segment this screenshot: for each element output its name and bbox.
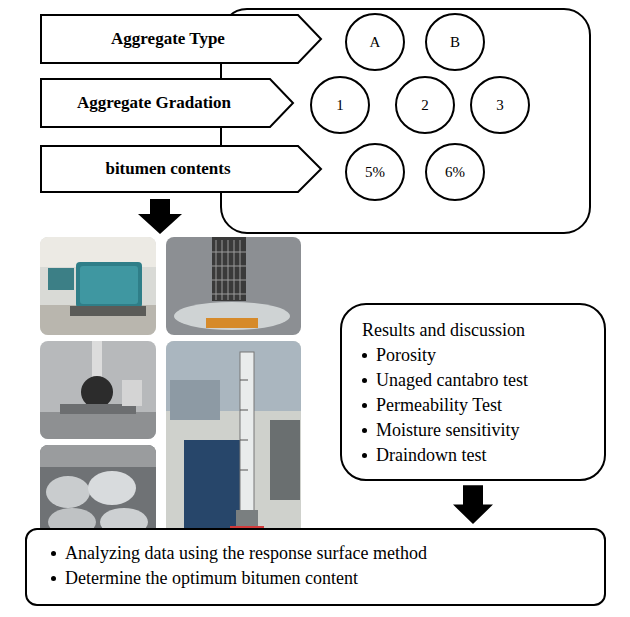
factor-label: Aggregate Gradation	[40, 78, 294, 128]
level-circle: B	[425, 13, 485, 71]
circle-shape	[471, 77, 529, 133]
bullet-dot	[362, 403, 367, 408]
level-circle: 5%	[345, 143, 405, 201]
photo-basket	[166, 237, 301, 335]
section-heading: Results and discussion	[362, 319, 588, 342]
level-text: 6%	[445, 164, 465, 181]
label-holder: 6%	[425, 143, 485, 201]
circle-shape	[396, 77, 454, 133]
pentagon-shape	[41, 15, 321, 63]
photo-press	[40, 341, 156, 439]
level-circle: A	[345, 13, 405, 71]
label-holder: 2	[395, 76, 455, 134]
pentagon-shape	[41, 146, 321, 192]
results-box: Results and discussionPorosityUnaged can…	[340, 303, 606, 481]
bullet-dot	[362, 453, 367, 458]
level-text: 1	[336, 97, 344, 114]
bullet-text: Draindown test	[376, 444, 486, 467]
bullet-text: Permeability Test	[376, 394, 502, 417]
summary-box: Analyzing data using the response surfac…	[25, 528, 606, 606]
bullet-text: Unaged cantabro test	[376, 369, 528, 392]
block-arrow	[453, 485, 493, 524]
level-circle: 1	[310, 76, 370, 134]
label-holder: B	[425, 13, 485, 71]
bullet-text: Analyzing data using the response surfac…	[65, 542, 427, 565]
bullet-text: Determine the optimum bitumen content	[65, 567, 358, 590]
label-holder: bitumen contents	[40, 145, 296, 193]
arrow-shape	[453, 485, 493, 524]
bullet-row: Porosity	[362, 344, 588, 367]
bullet-row: Permeability Test	[362, 394, 588, 417]
factor-label: Aggregate Type	[40, 14, 322, 64]
level-text: B	[450, 34, 460, 51]
bullet-row: Draindown test	[362, 444, 588, 467]
circle-shape	[311, 77, 369, 133]
bullet-row: Moisture sensitivity	[362, 419, 588, 442]
circle-shape	[426, 144, 484, 200]
photo-permeameter	[166, 341, 301, 540]
bullet-dot	[362, 353, 367, 358]
level-circle: 2	[395, 76, 455, 134]
bullet-dot	[362, 428, 367, 433]
label-holder: Aggregate Gradation	[40, 78, 268, 128]
circle-shape	[346, 14, 404, 70]
label-holder: A	[345, 13, 405, 71]
level-circle: 3	[470, 76, 530, 134]
level-text: 5%	[365, 164, 385, 181]
level-circle: 6%	[425, 143, 485, 201]
bullet-dot	[51, 551, 56, 556]
photo-machine	[40, 237, 156, 335]
bullet-text: Porosity	[376, 344, 436, 367]
pentagon-shape	[41, 79, 293, 127]
label-holder: 5%	[345, 143, 405, 201]
level-text: 3	[496, 97, 504, 114]
level-text: 2	[421, 97, 429, 114]
photo-bags	[40, 445, 156, 540]
factor-text: Aggregate Type	[111, 29, 225, 49]
label-holder: 1	[310, 76, 370, 134]
label-holder: Aggregate Type	[40, 14, 296, 64]
circle-shape	[426, 14, 484, 70]
bullet-row: Unaged cantabro test	[362, 369, 588, 392]
factor-text: Aggregate Gradation	[77, 93, 231, 113]
bullet-dot	[51, 576, 56, 581]
label-holder: 3	[470, 76, 530, 134]
factor-label: bitumen contents	[40, 145, 322, 193]
bullet-text: Moisture sensitivity	[376, 419, 520, 442]
factor-text: bitumen contents	[105, 159, 230, 179]
down-arrow	[138, 199, 182, 234]
bullet-row: Determine the optimum bitumen content	[47, 567, 588, 590]
level-text: A	[370, 34, 381, 51]
circle-shape	[346, 144, 404, 200]
bullet-row: Analyzing data using the response surfac…	[47, 542, 588, 565]
bullet-dot	[362, 378, 367, 383]
